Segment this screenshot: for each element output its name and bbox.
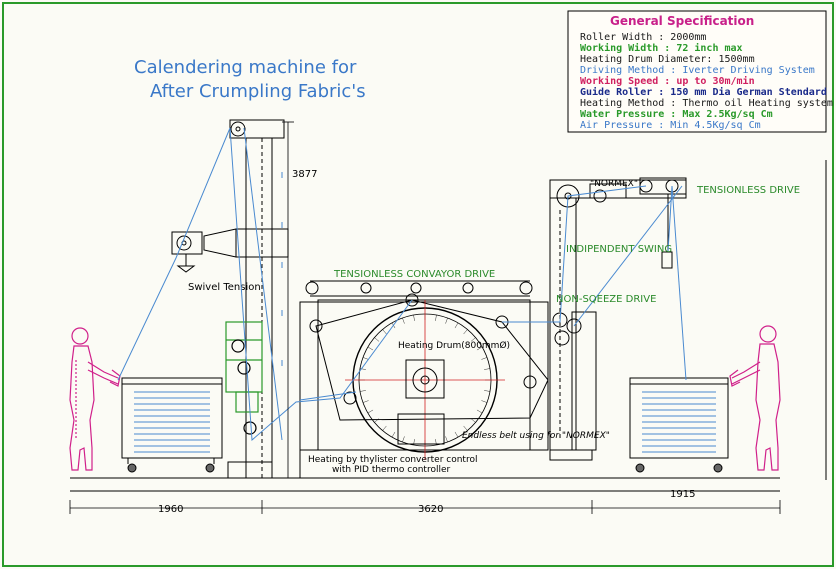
heating-method-line-2: with PID thermo controller <box>332 465 451 475</box>
drum-tick <box>382 425 387 431</box>
title-line-1: Calendering machine for <box>134 57 357 78</box>
right-operator-figure <box>729 325 781 471</box>
dimension-middle: 3620 <box>418 504 443 515</box>
drum-tick <box>402 317 405 324</box>
spec-box-frame <box>567 10 827 133</box>
title-line-2: After Crumpling Fabric's <box>150 81 366 102</box>
spec-line-4: Driving Method : Iverter Driving System <box>580 65 815 76</box>
dimension-right: 1915 <box>670 489 695 500</box>
drum-tick <box>445 436 448 443</box>
left-control-cabinet <box>121 377 223 473</box>
drum-tick <box>382 329 387 335</box>
drum-tick <box>481 400 488 403</box>
drum-tick <box>454 322 459 329</box>
drum-tick <box>367 346 374 351</box>
drum-tick <box>470 337 476 342</box>
fabric-path <box>117 127 687 442</box>
drum-tick <box>359 390 366 392</box>
drum-tick <box>463 425 468 431</box>
specification-box: General Specification Roller Width : 200… <box>567 10 833 133</box>
drum-tick <box>402 436 405 443</box>
drum-tick <box>374 337 380 342</box>
endless-belt-label: Endless belt using for "NORMEX" <box>462 431 610 441</box>
drum-tick <box>454 431 459 438</box>
drum-tick <box>362 400 369 403</box>
spec-line-1: Roller Width : 2000mm <box>580 32 706 43</box>
drum-tick <box>362 357 369 360</box>
independent-swing-label: INDIPENDENT SWING <box>566 244 672 255</box>
spec-line-3: Heating Drum Diameter: 1500mm <box>580 54 755 65</box>
normex-box-label: "NORMEX" <box>590 179 638 189</box>
heating-drum-label: Heating Drum(800mmØ) <box>398 340 510 351</box>
left-operator-figure <box>69 327 121 471</box>
spec-line-9: Air Pressure : Min 4.5Kg/sq Cm <box>580 120 761 131</box>
tensionless-drive-label: TENSIONLESS DRIVE <box>696 185 800 196</box>
drum-tick <box>413 314 415 321</box>
drum-tick <box>445 317 448 324</box>
right-tower <box>549 177 687 461</box>
endless-belt <box>309 293 549 421</box>
spec-line-6: Guide Roller : 150 mm Dia German Stendar… <box>580 86 827 98</box>
conveyor-frame <box>299 280 549 451</box>
spec-line-2: Working Width : 72 inch max <box>580 42 743 54</box>
spec-line-7: Heating Method : Thermo oil Heating syst… <box>580 98 833 109</box>
left-gearbox <box>225 321 263 435</box>
spec-heading: General Specification <box>610 14 754 28</box>
drum-tick <box>476 346 483 351</box>
heating-drum <box>345 300 505 460</box>
dimension-lines <box>69 121 781 514</box>
drum-tick <box>374 418 380 423</box>
dimension-left: 1960 <box>158 504 183 515</box>
drum-tick <box>463 329 468 335</box>
spec-line-5: Working Speed : up to 30m/min <box>580 75 755 87</box>
drum-tick <box>481 357 488 360</box>
drum-tick <box>484 390 491 392</box>
tensionless-conveyor-label: TENSIONLESS CONVAYOR DRIVE <box>333 269 495 280</box>
drum-tick <box>367 409 374 414</box>
swivel-tension-label: Swivel Tension <box>188 282 261 293</box>
drum-tick <box>470 418 476 423</box>
heating-method-line-1: Heating by thylister converter control <box>308 455 477 465</box>
right-control-cabinet <box>629 377 729 473</box>
drum-tick <box>484 368 491 370</box>
dimension-height: 3877 <box>292 169 317 180</box>
drum-tick <box>476 409 483 414</box>
non-squeeze-label: NON-SQEEZE DRIVE <box>556 294 656 305</box>
drum-tick <box>391 431 396 438</box>
non-squeeze-rollers <box>552 312 582 346</box>
spec-line-8: Water Pressure : Max 2.5Kg/sq Cm <box>580 109 773 120</box>
left-tower <box>203 119 289 479</box>
drum-tick <box>435 314 437 321</box>
swivel-tension-gear <box>171 231 203 273</box>
